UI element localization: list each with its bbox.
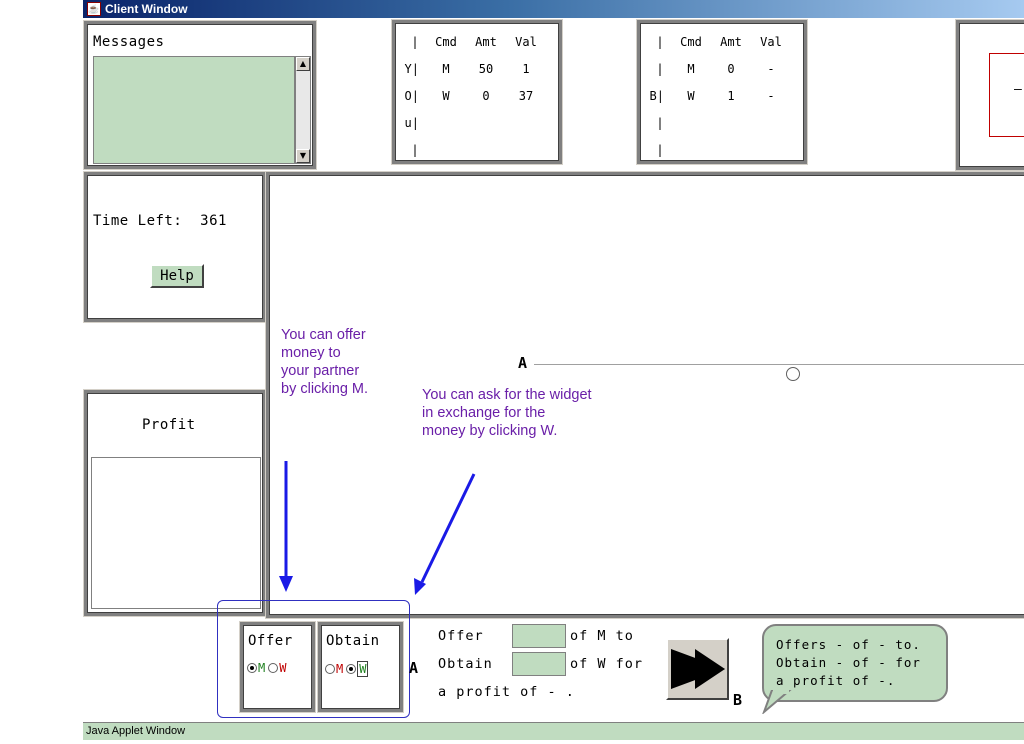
partial-red-box: — xyxy=(989,53,1024,137)
table-header: | Cmd Amt Val xyxy=(656,35,782,49)
table-row: Y| M 50 1 xyxy=(404,62,530,76)
summary-line: Obtain - of - for xyxy=(776,655,921,670)
your-commands-table: | Cmd Amt Val Y| M 50 1 O| W 0 37 u| | xyxy=(391,19,563,165)
send-offer-button[interactable] xyxy=(666,638,729,700)
window-titlebar[interactable]: ☕ Client Window xyxy=(83,0,1024,18)
axis-position-marker[interactable] xyxy=(786,367,800,381)
axis-a-label: A xyxy=(518,354,528,372)
offer-w-radio[interactable] xyxy=(268,663,279,673)
table-header: | Cmd Amt Val xyxy=(411,35,537,49)
buddy-commands-table: | Cmd Amt Val | M 0 - B| W 1 - | | xyxy=(636,19,808,165)
profit-display xyxy=(91,457,261,609)
messages-title: Messages xyxy=(93,34,165,50)
java-applet-icon: ☕ xyxy=(87,2,101,16)
marker-b: B xyxy=(733,691,743,709)
form-profit-line: a profit of - . xyxy=(438,684,575,700)
offer-w-label: W xyxy=(279,661,287,675)
annotation-obtain-help: You can ask for the widget in exchange f… xyxy=(422,387,592,439)
messages-scrollbar[interactable]: ▲ ▼ xyxy=(295,56,311,164)
offer-m-radio[interactable] xyxy=(247,663,257,673)
obtain-amount-input[interactable] xyxy=(512,652,566,676)
status-bar: Java Applet Window xyxy=(83,722,1024,740)
form-obtain-suffix: of W for xyxy=(570,656,644,672)
time-left-label: Time Left: 361 xyxy=(93,213,227,229)
time-left-value: 361 xyxy=(200,213,227,229)
partial-right-panel: — xyxy=(955,19,1024,171)
table-row: B| W 1 - xyxy=(649,89,775,103)
table-row: | xyxy=(411,143,419,157)
obtain-title: Obtain xyxy=(326,633,380,649)
offer-selector: Offer M W xyxy=(239,621,316,713)
help-button[interactable]: Help xyxy=(150,264,204,288)
bargaining-canvas[interactable]: A xyxy=(265,171,1024,619)
offer-m-label: M xyxy=(258,661,266,675)
time-panel: Time Left: 361 Help xyxy=(83,171,267,323)
table-row: | xyxy=(656,143,664,157)
messages-textarea[interactable] xyxy=(93,56,295,164)
window-title: Client Window xyxy=(105,2,188,16)
obtain-w-label: W xyxy=(357,661,369,677)
summary-line: Offers - of - to. xyxy=(776,637,921,652)
scroll-down-icon[interactable]: ▼ xyxy=(296,149,310,163)
messages-panel: Messages ▲ ▼ xyxy=(83,20,317,170)
summary-line: a profit of -. xyxy=(776,673,896,688)
table-row: | M 0 - xyxy=(656,62,775,76)
offer-title: Offer xyxy=(248,633,293,649)
bargaining-axis-line xyxy=(534,364,1024,365)
offer-summary-bubble: Offers - of - to. Obtain - of - for a pr… xyxy=(762,624,948,702)
fast-forward-arrow-icon xyxy=(670,649,725,689)
annotation-offer-help: You can offer money to your partner by c… xyxy=(281,327,369,397)
selection-highlight-box xyxy=(217,600,410,718)
table-row: u| xyxy=(404,116,419,130)
offer-amount-input[interactable] xyxy=(512,624,566,648)
scroll-up-icon[interactable]: ▲ xyxy=(296,57,310,71)
form-obtain-label: Obtain xyxy=(438,656,493,672)
obtain-radio-group: M W xyxy=(325,661,369,677)
profit-label: Profit xyxy=(142,417,196,433)
form-offer-label: Offer xyxy=(438,628,484,644)
obtain-m-radio[interactable] xyxy=(325,664,335,674)
speech-bubble-tail xyxy=(762,690,792,714)
obtain-w-radio[interactable] xyxy=(346,664,357,674)
profit-panel: Profit xyxy=(83,389,267,617)
marker-a: A xyxy=(409,659,419,677)
offer-radio-group: M W xyxy=(247,661,289,675)
obtain-selector: Obtain M W xyxy=(317,621,404,713)
form-offer-suffix: of M to xyxy=(570,628,634,644)
obtain-m-label: M xyxy=(336,662,344,676)
table-row: O| W 0 37 xyxy=(404,89,534,103)
table-row: | xyxy=(656,116,664,130)
